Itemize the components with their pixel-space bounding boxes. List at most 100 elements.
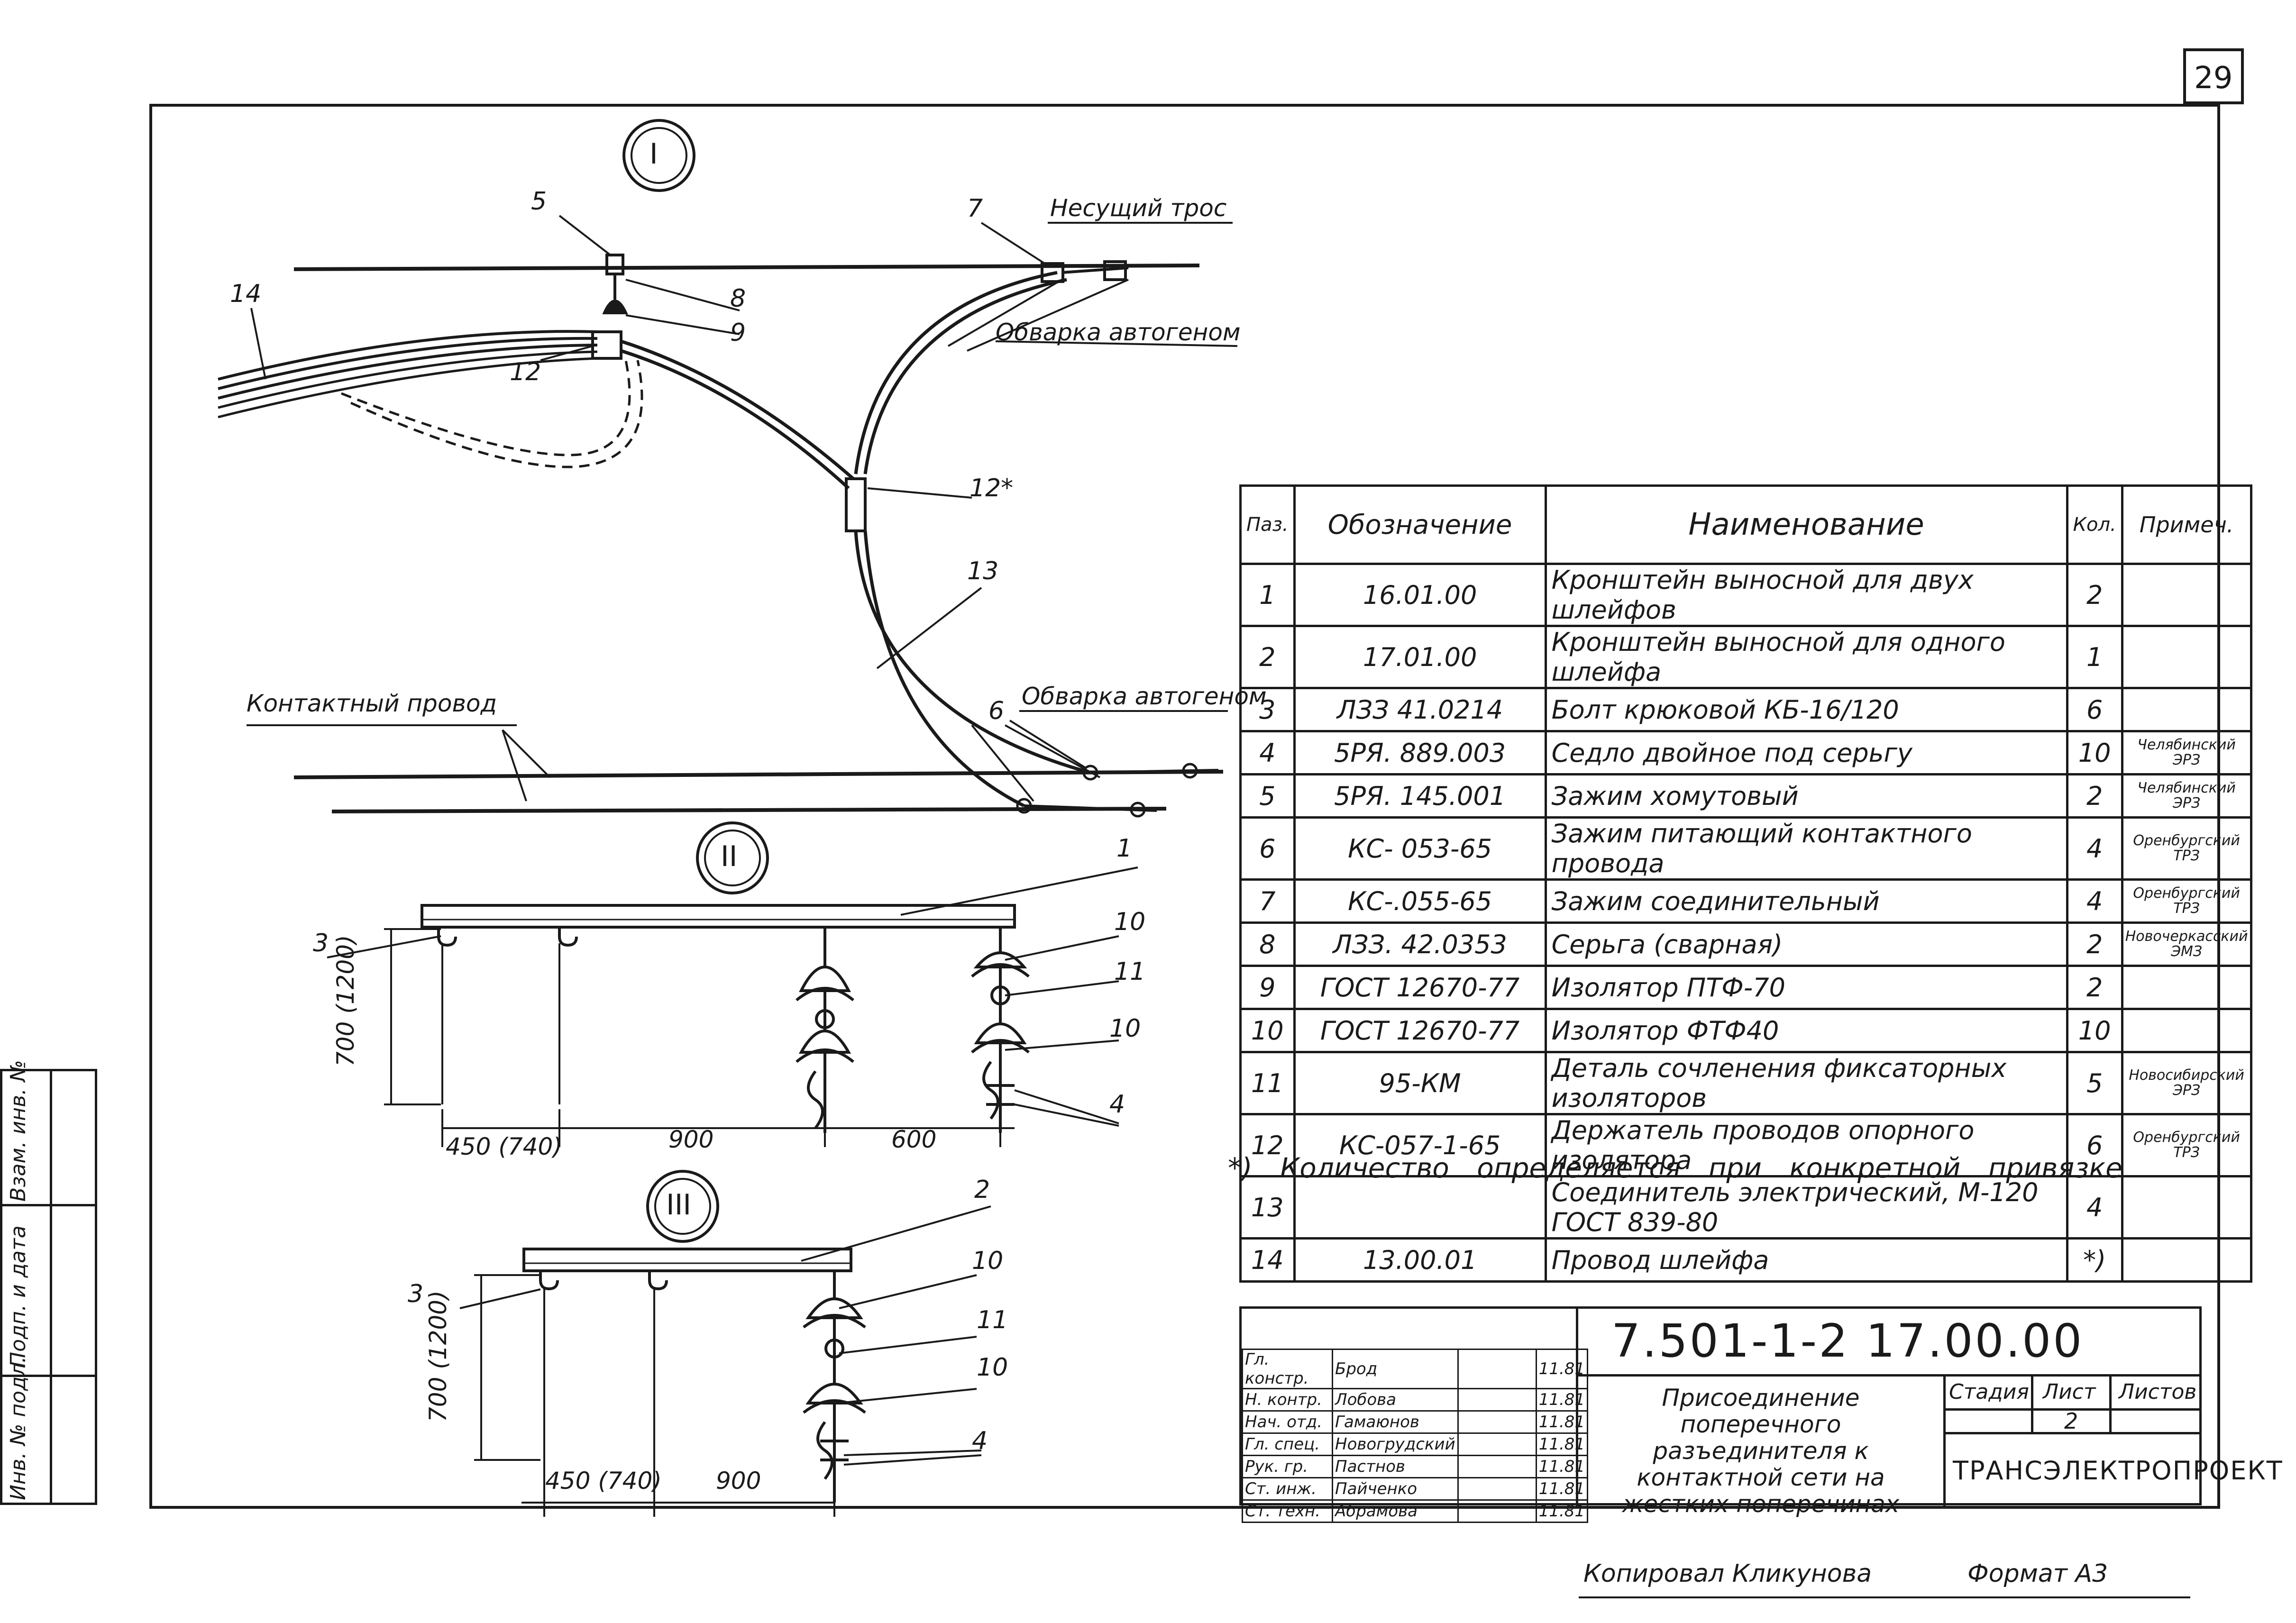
header-pos: Паз. [1239, 484, 1296, 565]
cell-qty: 1 [2066, 625, 2123, 689]
person-date: 11.81 [1535, 1499, 1589, 1523]
cell-note [2121, 687, 2252, 732]
header-code: Обозначение [1293, 484, 1547, 565]
cell-code: ГОСТ 12670-77 [1293, 965, 1547, 1010]
person-role: Н. контр. [1242, 1388, 1333, 1412]
cell-note [2121, 1175, 2252, 1240]
table-header-row: Паз. Обозначение Наименование Кол. Приме… [1239, 484, 2252, 565]
cell-pos: 7 [1239, 878, 1296, 924]
cell-qty: 2 [2066, 773, 2123, 819]
v2-dim-height: 700 (1200) [332, 935, 359, 1067]
v2-dim-1: 450 (740) [446, 1133, 562, 1160]
cell-name: Изолятор ПТФ-70 [1544, 965, 2068, 1010]
cell-pos: 10 [1239, 1008, 1296, 1053]
person-name: Брод [1332, 1349, 1459, 1389]
cell-note: Челябинский ЭРЗ [2121, 773, 2252, 819]
stamp-podp-data: Подп. и дата [6, 1225, 30, 1368]
cell-note: Оренбургский ТРЗ [2121, 816, 2252, 881]
paper-format: Формат А3 [1967, 1559, 2108, 1588]
cell-pos: 13 [1239, 1175, 1296, 1240]
cell-pos: 11 [1239, 1051, 1296, 1115]
cell-qty: 5 [2066, 1051, 2123, 1115]
cell-note: Новосибирский ЭРЗ [2121, 1051, 2252, 1115]
cell-name: Серьга (сварная) [1544, 921, 2068, 967]
v2-callout-10a: 10 [1114, 908, 1146, 936]
cell-pos: 9 [1239, 965, 1296, 1010]
stamp-vzam-inv: Взам. инв. № [6, 1060, 30, 1202]
callout-9: 9 [730, 319, 746, 347]
cell-name: Соединитель электрический, М-120 ГОСТ 83… [1544, 1175, 2068, 1240]
copied-by: Копировал Кликунова [1583, 1559, 1872, 1588]
cell-code: КС-.055-65 [1293, 878, 1547, 924]
cell-note [2121, 1237, 2252, 1283]
cell-note [2121, 625, 2252, 689]
person-signature [1457, 1455, 1537, 1478]
document-title: Присоединение поперечного разъединителя … [1622, 1384, 1900, 1518]
header-qty: Кол. [2066, 484, 2123, 565]
cell-qty: 6 [2066, 1113, 2123, 1177]
view-3-drawing [459, 1205, 991, 1517]
person-role: Нач. отд. [1242, 1410, 1333, 1434]
cell-code [1293, 1175, 1547, 1240]
cell-qty: 4 [2066, 1175, 2123, 1240]
view-2-label: II [721, 840, 738, 873]
cell-name: Изолятор ФТФ40 [1544, 1008, 2068, 1053]
header-note: Примеч. [2121, 484, 2252, 565]
v3-callout-11: 11 [977, 1306, 1008, 1334]
cell-note [2121, 965, 2252, 1010]
sheet-number: 2 [2064, 1408, 2078, 1434]
view-1-label: I [649, 137, 658, 171]
cell-qty: *) [2066, 1237, 2123, 1283]
view-1-marker [622, 119, 695, 192]
cell-note: Челябинский ЭРЗ [2121, 730, 2252, 775]
person-date: 11.81 [1535, 1388, 1589, 1412]
cell-name: Кронштейн выносной для одного шлейфа [1544, 625, 2068, 689]
cell-note: Оренбургский ТРЗ [2121, 878, 2252, 924]
cell-qty: 10 [2066, 1008, 2123, 1053]
v2-dim-3: 600 [891, 1126, 937, 1153]
person-role: Ст. инж. [1242, 1477, 1333, 1501]
cell-qty: 2 [2066, 563, 2123, 627]
cell-pos: 6 [1239, 816, 1296, 881]
person-role: Рук. гр. [1242, 1455, 1333, 1478]
cell-pos: 5 [1239, 773, 1296, 819]
cell-code: 17.01.00 [1293, 625, 1547, 689]
stamp-inv-podl: Инв. № подл. [6, 1356, 30, 1500]
cell-code: 13.00.01 [1293, 1237, 1547, 1283]
v2-dim-2: 900 [668, 1126, 714, 1153]
v2-callout-4: 4 [1109, 1090, 1125, 1119]
cell-name: Болт крюковой КБ-16/120 [1544, 687, 2068, 732]
person-date: 11.81 [1535, 1432, 1589, 1456]
cell-qty: 6 [2066, 687, 2123, 732]
person-date: 11.81 [1535, 1477, 1589, 1501]
person-name: Лобова [1332, 1388, 1459, 1412]
cell-name: Держатель проводов опорного изолятора [1544, 1113, 2068, 1177]
cell-note: Новочеркасский ЭМЗ [2121, 921, 2252, 967]
v3-dim-1: 450 (740) [545, 1467, 662, 1495]
person-role: Гл. спец. [1242, 1432, 1333, 1456]
weld-bottom-label: Обварка автогеном [1022, 683, 1267, 710]
person-signature [1457, 1349, 1537, 1389]
v3-callout-2: 2 [974, 1176, 990, 1204]
view-1-drawing [218, 215, 1238, 818]
specification-table: Паз. Обозначение Наименование Кол. Приме… [1239, 484, 2252, 1283]
view-3-label: III [666, 1188, 692, 1222]
person-signature [1457, 1477, 1537, 1501]
person-name: Гамаюнов [1332, 1410, 1459, 1434]
footnote: *) Количество определяется при конкретно… [1228, 1152, 2122, 1184]
contact-wire-label: Контактный провод [247, 690, 497, 717]
